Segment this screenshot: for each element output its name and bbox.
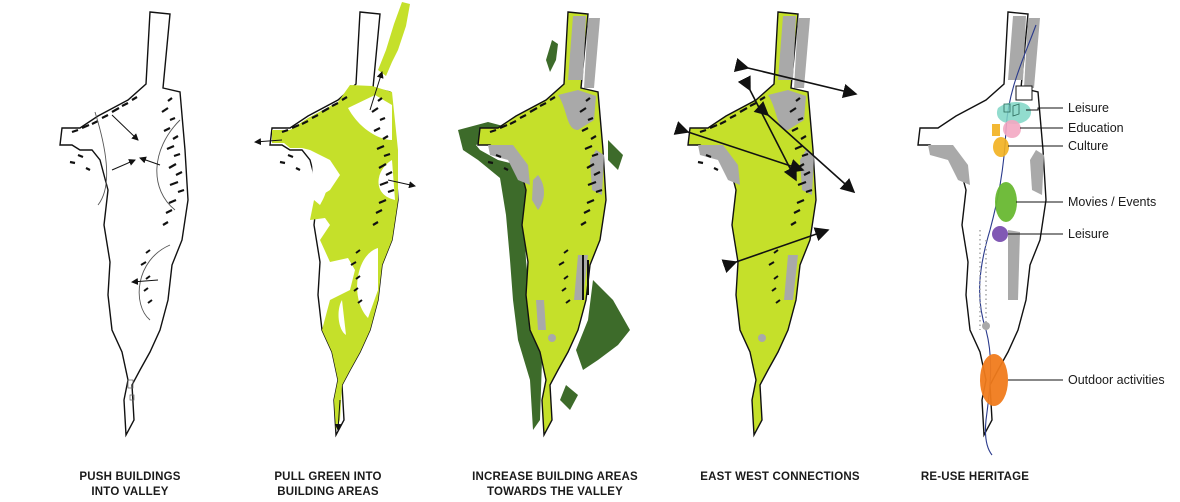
panel-push-buildings [59,11,189,436]
push-arc [138,244,171,321]
push-arrow [131,278,159,286]
connection-arrow [733,58,858,99]
round-structure [982,322,990,330]
building-area [1008,230,1020,300]
dark-green-area [560,385,578,410]
label-movies-events: Movies / Events [1068,195,1157,209]
pull-arrow [254,138,283,146]
building-footprints [582,255,589,300]
leisure-zone [996,102,1032,124]
heritage-building [1015,85,1033,101]
pull-arrow [369,71,384,111]
caption-push-buildings: PUSH BUILDINGS INTO VALLEY [79,471,181,498]
building-area [532,175,544,210]
building-area [584,18,600,88]
panel-pull-green [254,2,416,436]
label-culture: Culture [1068,139,1109,153]
leisure-zone [992,226,1008,242]
dark-green-area [546,40,558,72]
caption-pull-green: PULL GREEN INTO BUILDING AREAS [274,471,382,498]
dark-green-area [608,140,623,170]
panel-increase-building [458,11,630,436]
label-leisure-2: Leisure [1068,227,1109,241]
caption-reuse-heritage: RE-USE HERITAGE [920,471,1030,483]
culture-zone [992,124,1000,136]
culture-zone [993,137,1009,157]
callout-leaders [1008,107,1063,381]
building-area [574,255,588,300]
movies-events-zone [995,182,1017,222]
building-area [928,145,970,185]
caption-east-west: EAST WEST CONNECTIONS [700,471,860,483]
dark-green-area [458,122,542,430]
panel-reuse-heritage [917,11,1063,456]
education-zone [1003,120,1021,138]
push-arrow [111,159,136,171]
green-area [272,85,398,430]
push-arc [94,111,108,206]
connection-arrow [721,227,830,274]
building-area [536,300,546,330]
building-area [1030,150,1044,195]
pull-arrow [334,399,342,431]
building-area [568,16,586,80]
connection-arrow [753,101,856,194]
label-outdoor-activities: Outdoor activities [1068,373,1165,387]
push-arc [156,119,181,211]
heritage-path [979,230,987,330]
outdoor-zone [980,354,1008,406]
panel-east-west [673,11,858,436]
heritage-building [1003,103,1020,117]
label-education: Education [1068,121,1124,135]
small-structure [127,379,135,401]
building-pocket [338,300,346,335]
building-pocket [348,95,392,140]
push-arrow [111,114,139,141]
building-pocket [310,152,329,205]
green-strip [378,2,410,76]
caption-increase-building: INCREASE BUILDING AREAS TOWARDS THE VALL… [472,471,638,498]
building-area [1024,18,1040,88]
push-arrow [139,156,161,166]
label-leisure: Leisure [1068,101,1109,115]
round-structure [548,334,556,342]
dark-green-area [576,280,630,370]
round-structure [758,334,766,342]
site-outline [59,11,189,436]
pull-arrow [387,179,416,189]
